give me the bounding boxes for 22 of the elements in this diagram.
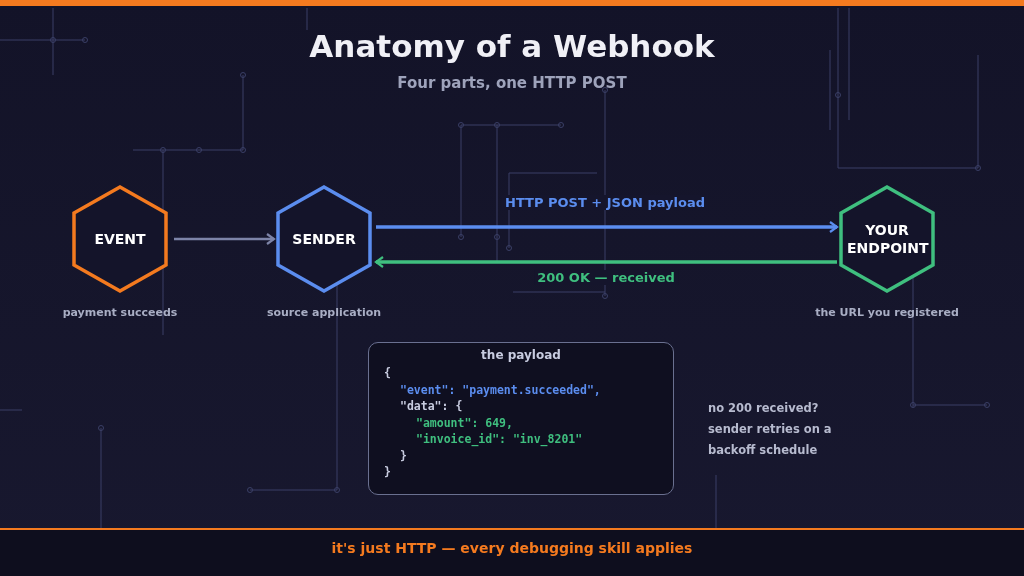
code-line: "invoice_id": "inv_8201" — [416, 431, 583, 448]
arrow — [376, 220, 839, 234]
arrow — [374, 255, 837, 269]
code-line: "event": "payment.succeeded", — [400, 381, 601, 398]
code-line: } — [400, 447, 407, 464]
footer-text: it's just HTTP — every debugging skill applies — [330, 540, 694, 556]
code-line: } — [384, 464, 391, 481]
subtitle: Four parts, one HTTP POST — [396, 74, 628, 92]
node-label: EVENT — [94, 229, 146, 249]
title: Anatomy of a Webhook — [308, 28, 716, 64]
note-text: no 200 received? sender retries on a backoff schedule — [708, 400, 833, 459]
code-line: { — [384, 365, 391, 382]
node-label: YOUR ENDPOINT — [847, 220, 927, 258]
node-label: SENDER — [292, 229, 356, 249]
code-line: "amount": 649, — [416, 414, 513, 431]
caption-text: payment succeeds — [62, 306, 178, 319]
card-heading: the payload — [480, 348, 562, 362]
code-line: "data": { — [400, 398, 463, 415]
caption-text: the URL you registered — [815, 306, 959, 319]
arrow — [174, 232, 276, 246]
caption-text: source application — [266, 306, 382, 319]
payload-card — [368, 342, 674, 495]
